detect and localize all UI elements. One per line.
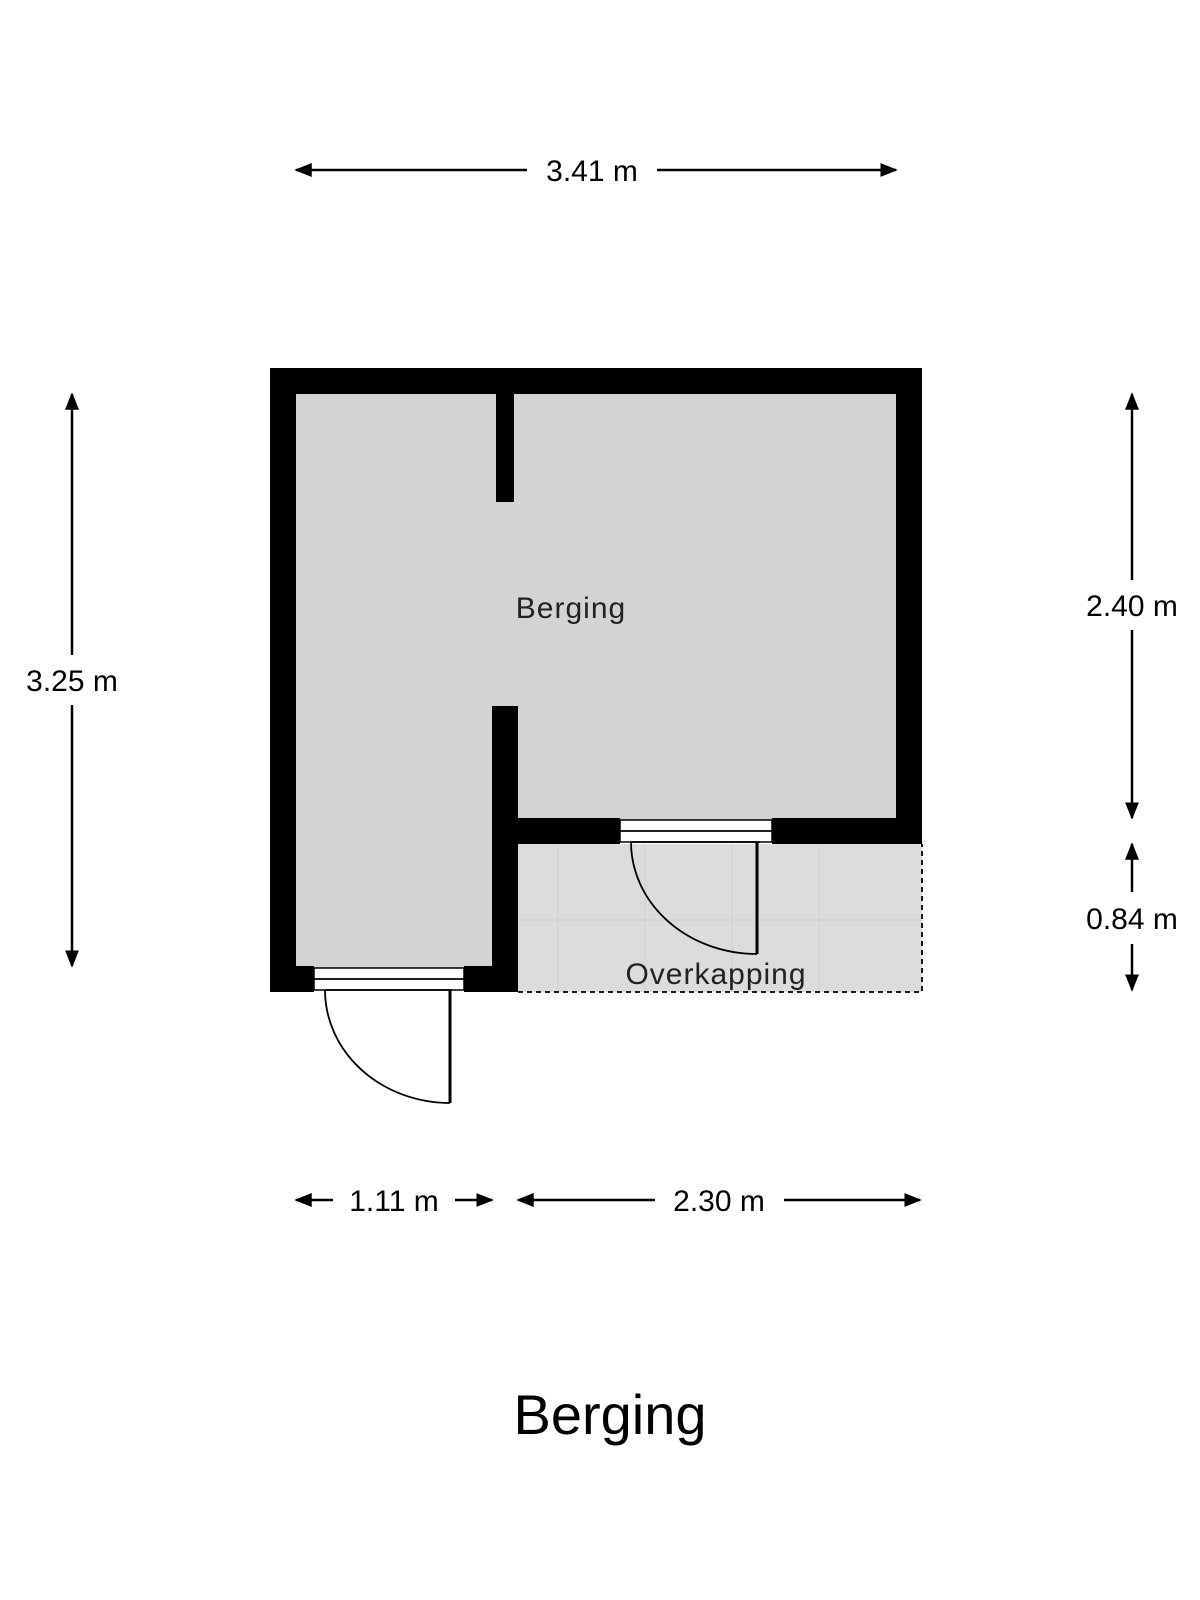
walls [270, 368, 922, 992]
bottom-right-width-dimension: 2.30 m [516, 1185, 922, 1218]
left-height-label: 3.25 m [26, 665, 118, 698]
right-upper-height-dimension: 2.40 m [1086, 392, 1178, 820]
plan-title: Berging [513, 1383, 706, 1446]
right-upper-height-label: 2.40 m [1086, 590, 1178, 623]
canopy-floor [518, 844, 923, 993]
top-width-label: 3.41 m [546, 155, 638, 188]
inner-door [619, 819, 773, 955]
bottom-left-width-dimension: 1.11 m [294, 1185, 494, 1218]
right-lower-height-label: 0.84 m [1086, 903, 1178, 936]
storage-floor [296, 394, 896, 970]
storage-room-label: Berging [516, 592, 626, 625]
top-width-dimension: 3.41 m [294, 155, 898, 188]
canopy-room-label: Overkapping [625, 958, 806, 991]
entrance-door [313, 967, 465, 1104]
left-height-dimension: 3.25 m [26, 392, 118, 968]
bottom-left-width-label: 1.11 m [349, 1185, 439, 1218]
bottom-right-width-label: 2.30 m [673, 1185, 765, 1218]
right-lower-height-dimension: 0.84 m [1086, 842, 1178, 992]
